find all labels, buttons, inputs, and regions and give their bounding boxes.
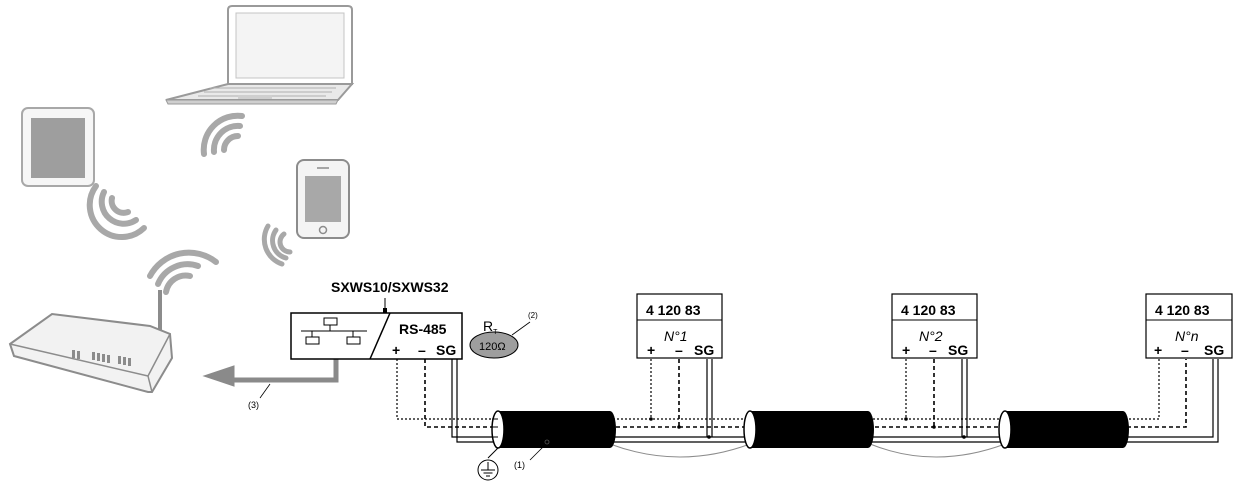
shield-link [609,443,1006,458]
device-code: 4 120 83 [646,302,701,318]
device-terminal-sg: SG [1204,342,1224,358]
device-code: 4 120 83 [1155,302,1210,318]
device-box [891,293,978,359]
router-icon [8,290,174,393]
device-box [636,293,723,359]
gateway-terminal-sg: SG [436,342,456,358]
ground-icon [477,447,499,481]
device-terminal-minus: – [1181,342,1189,358]
network-icon [301,317,367,345]
device-terminal-sg: SG [948,342,968,358]
cable-wire-ends [492,418,498,438]
smartphone-icon [296,159,350,239]
wifi-signal-icon [147,249,219,295]
cable-icon [743,410,874,449]
terminator-label: RT [483,318,498,336]
terminator-resistor [469,321,531,359]
terminator-value: 120Ω [479,341,506,353]
tablet-icon [21,107,95,187]
cable-icon [491,410,616,449]
bus-wire-plus [396,359,1160,420]
uplink-arrow [202,359,339,399]
device-number: N°1 [664,328,688,344]
wire-junctions [649,417,966,439]
gateway-port-label: RS-485 [399,321,447,337]
device-terminal-plus: + [902,342,910,358]
wifi-signal-icon [86,183,147,240]
device-terminal-plus: + [647,342,655,358]
cable-callout: (1) [514,460,525,470]
device-number: N°2 [919,328,943,344]
terminator-callout: (2) [528,311,538,320]
laptop-icon [165,5,355,105]
cable-callout-leader [529,443,547,461]
gateway-model-label: SXWS10/SXWS32 [331,279,449,295]
cable-icon [998,410,1129,449]
device-terminal-plus: + [1154,342,1162,358]
device-code: 4 120 83 [901,302,956,318]
device-box [1145,293,1233,359]
device-number: N°n [1175,328,1199,344]
device-terminal-minus: – [929,342,937,358]
gateway-terminal-plus: + [392,342,400,358]
device-terminal-minus: – [675,342,683,358]
device-terminal-sg: SG [694,342,714,358]
gateway-terminal-minus: – [418,342,426,358]
wifi-signal-icon [200,112,245,157]
gateway-module [290,298,463,360]
uplink-callout: (3) [248,400,259,410]
wifi-signal-icon [261,223,293,267]
